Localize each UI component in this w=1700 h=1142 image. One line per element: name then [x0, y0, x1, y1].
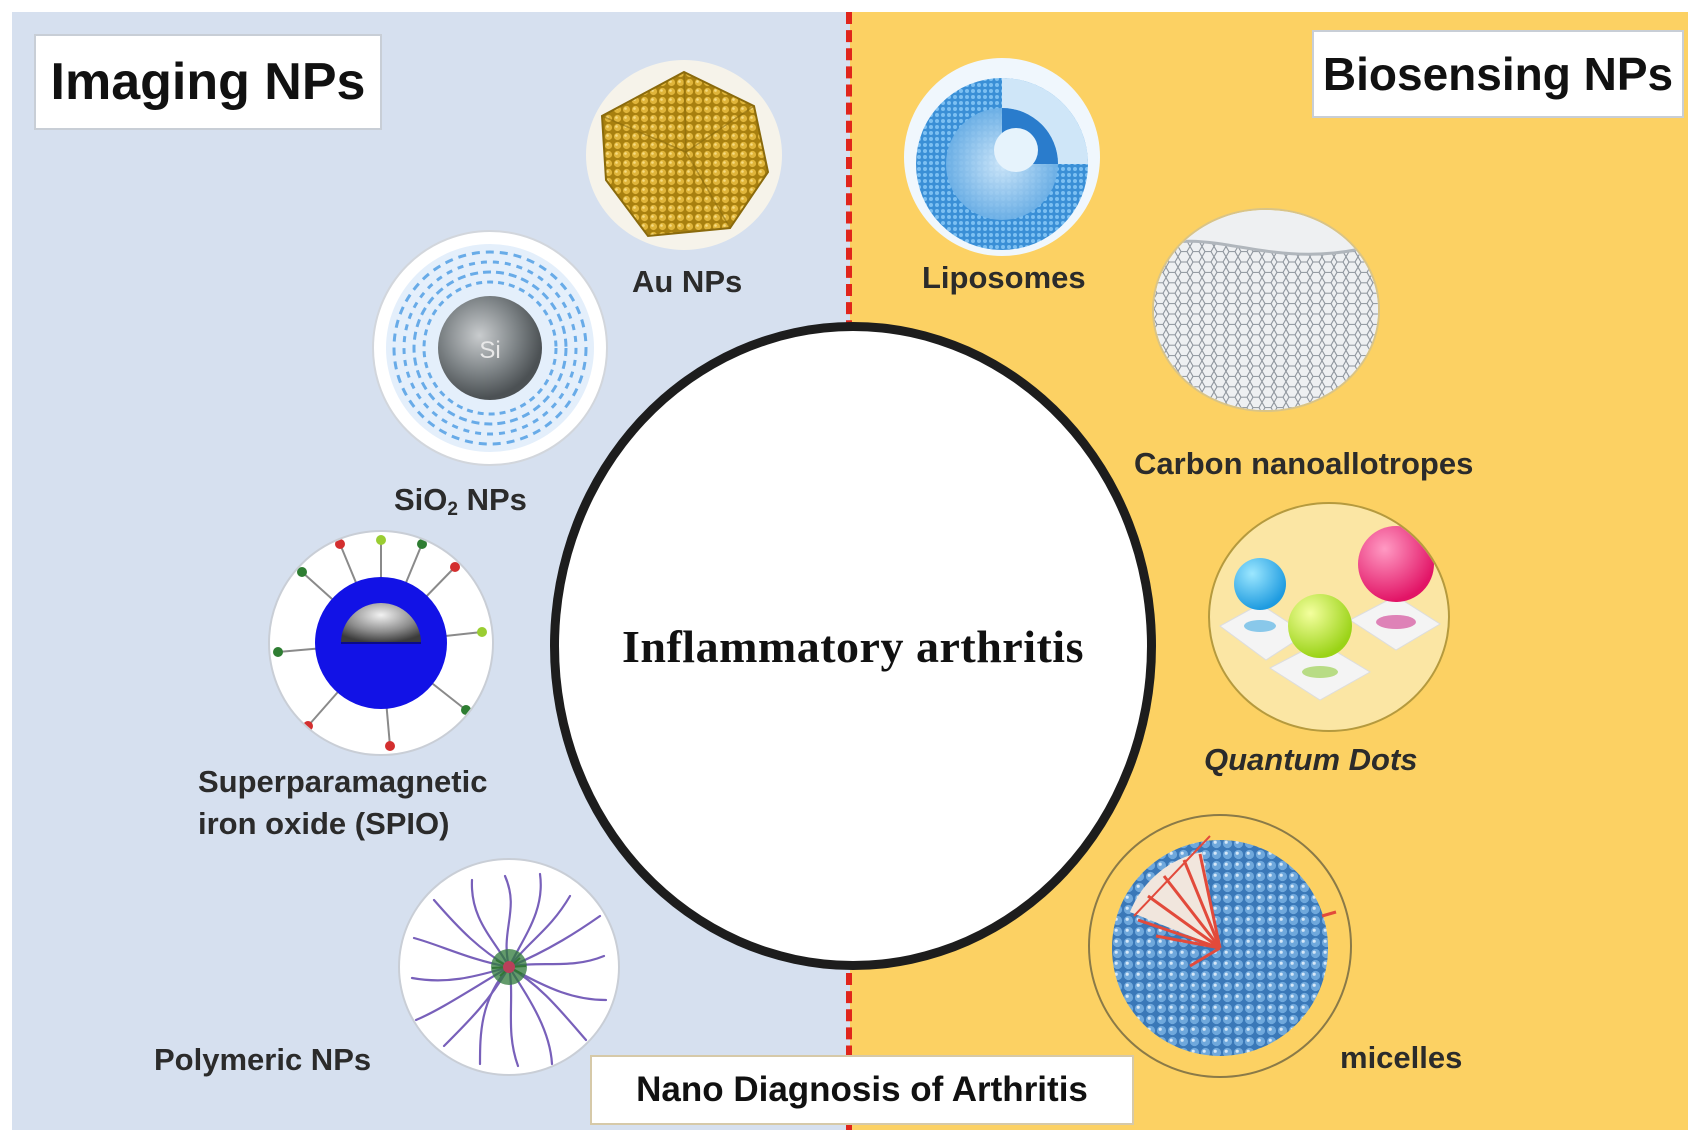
silica-nanoparticle-icon: Si [372, 230, 608, 466]
carbon-nanoallotropes-label: Carbon nanoallotropes [1134, 446, 1474, 481]
liposomes-label: Liposomes [922, 260, 1086, 295]
quantum-dots-icon [1208, 502, 1450, 732]
carbon-nanoallotrope-icon [1152, 208, 1380, 412]
nano-diagnosis-title: Nano Diagnosis of Arthritis [590, 1055, 1134, 1125]
polymeric-nanoparticle-icon [398, 858, 620, 1076]
imaging-nps-title: Imaging NPs [34, 34, 382, 130]
quantum-dots-label: Quantum Dots [1204, 742, 1418, 777]
sio2-label-pre: SiO [394, 482, 448, 517]
sio2-label-post: NPs [457, 482, 527, 517]
micelle-icon [1088, 814, 1352, 1078]
center-title: Inflammatory arthritis [622, 620, 1084, 672]
au-nps-label: Au NPs [632, 264, 743, 299]
liposome-icon [904, 58, 1100, 256]
polymeric-nps-label: Polymeric NPs [154, 1042, 372, 1077]
sio2-nps-label: SiO2 NPs [394, 482, 527, 521]
biosensing-nps-title: Biosensing NPs [1312, 30, 1684, 118]
si-core-text: Si [479, 337, 500, 364]
gold-nanoparticle-icon [586, 60, 782, 250]
micelles-label: micelles [1340, 1040, 1463, 1075]
inflammatory-arthritis-circle: Inflammatory arthritis [550, 322, 1156, 970]
spio-nanoparticle-icon [268, 530, 494, 756]
spio-label-line1: Superparamagnetic [198, 764, 488, 799]
spio-label-line2: iron oxide (SPIO) [198, 806, 450, 841]
sio2-label-sub: 2 [447, 499, 458, 520]
